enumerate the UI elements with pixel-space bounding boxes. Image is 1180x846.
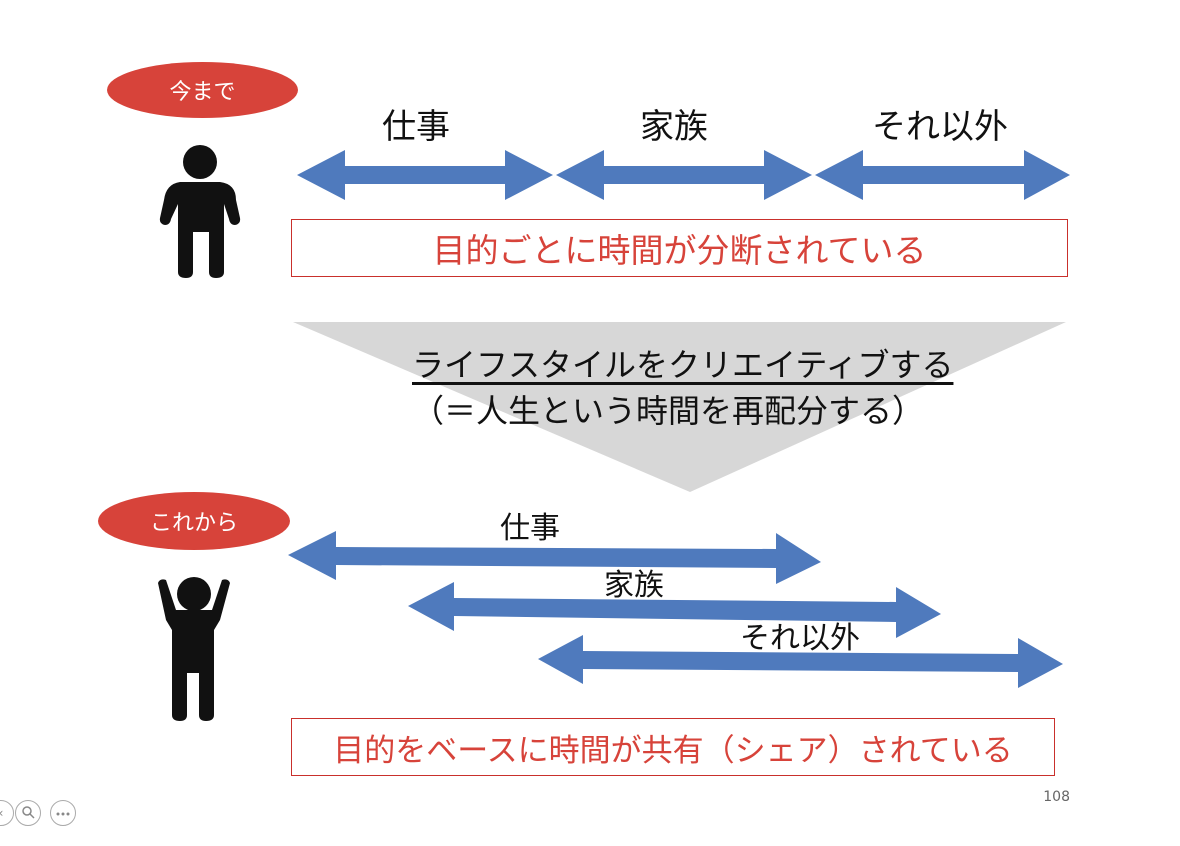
before-arrow-work [297,150,553,200]
transition-heading: ライフスタイルをクリエイティブする [412,346,954,384]
before-arrow-other [815,150,1070,200]
before-badge: 今まで [107,62,298,118]
after-arrow-family [408,582,941,638]
person-raised-arms-icon [158,577,230,721]
before-arrow-family [556,150,812,200]
ellipsis-icon [56,806,70,820]
transition-triangle [293,322,1066,492]
after-statement: 目的をベースに時間が共有（シェア）されている [333,732,1013,769]
after-label-family: 家族 [604,568,664,603]
zoom-button[interactable] [15,800,41,826]
before-label-other: それ以外 [872,107,1008,147]
magnifier-icon [21,805,35,822]
after-badge-text: これから [149,511,238,536]
page-number: 108 [1043,789,1070,805]
after-statement-box: 目的をベースに時間が共有（シェア）されている [291,718,1055,776]
before-badge-text: 今まで [169,80,236,105]
previous-icon: ‹ [0,806,3,820]
before-label-family: 家族 [640,107,708,147]
transition-subheading: （＝人生という時間を再配分する） [412,392,925,430]
after-label-other: それ以外 [740,621,860,656]
more-button[interactable] [50,800,76,826]
person-standing-icon [159,145,241,278]
after-arrow-work [288,531,821,584]
after-badge: これから [98,492,290,550]
after-arrow-other [538,635,1063,688]
before-label-work: 仕事 [382,107,450,147]
after-label-work: 仕事 [500,511,560,546]
before-statement-box: 目的ごとに時間が分断されている [291,219,1068,277]
before-statement: 目的ごとに時間が分断されている [432,231,927,270]
